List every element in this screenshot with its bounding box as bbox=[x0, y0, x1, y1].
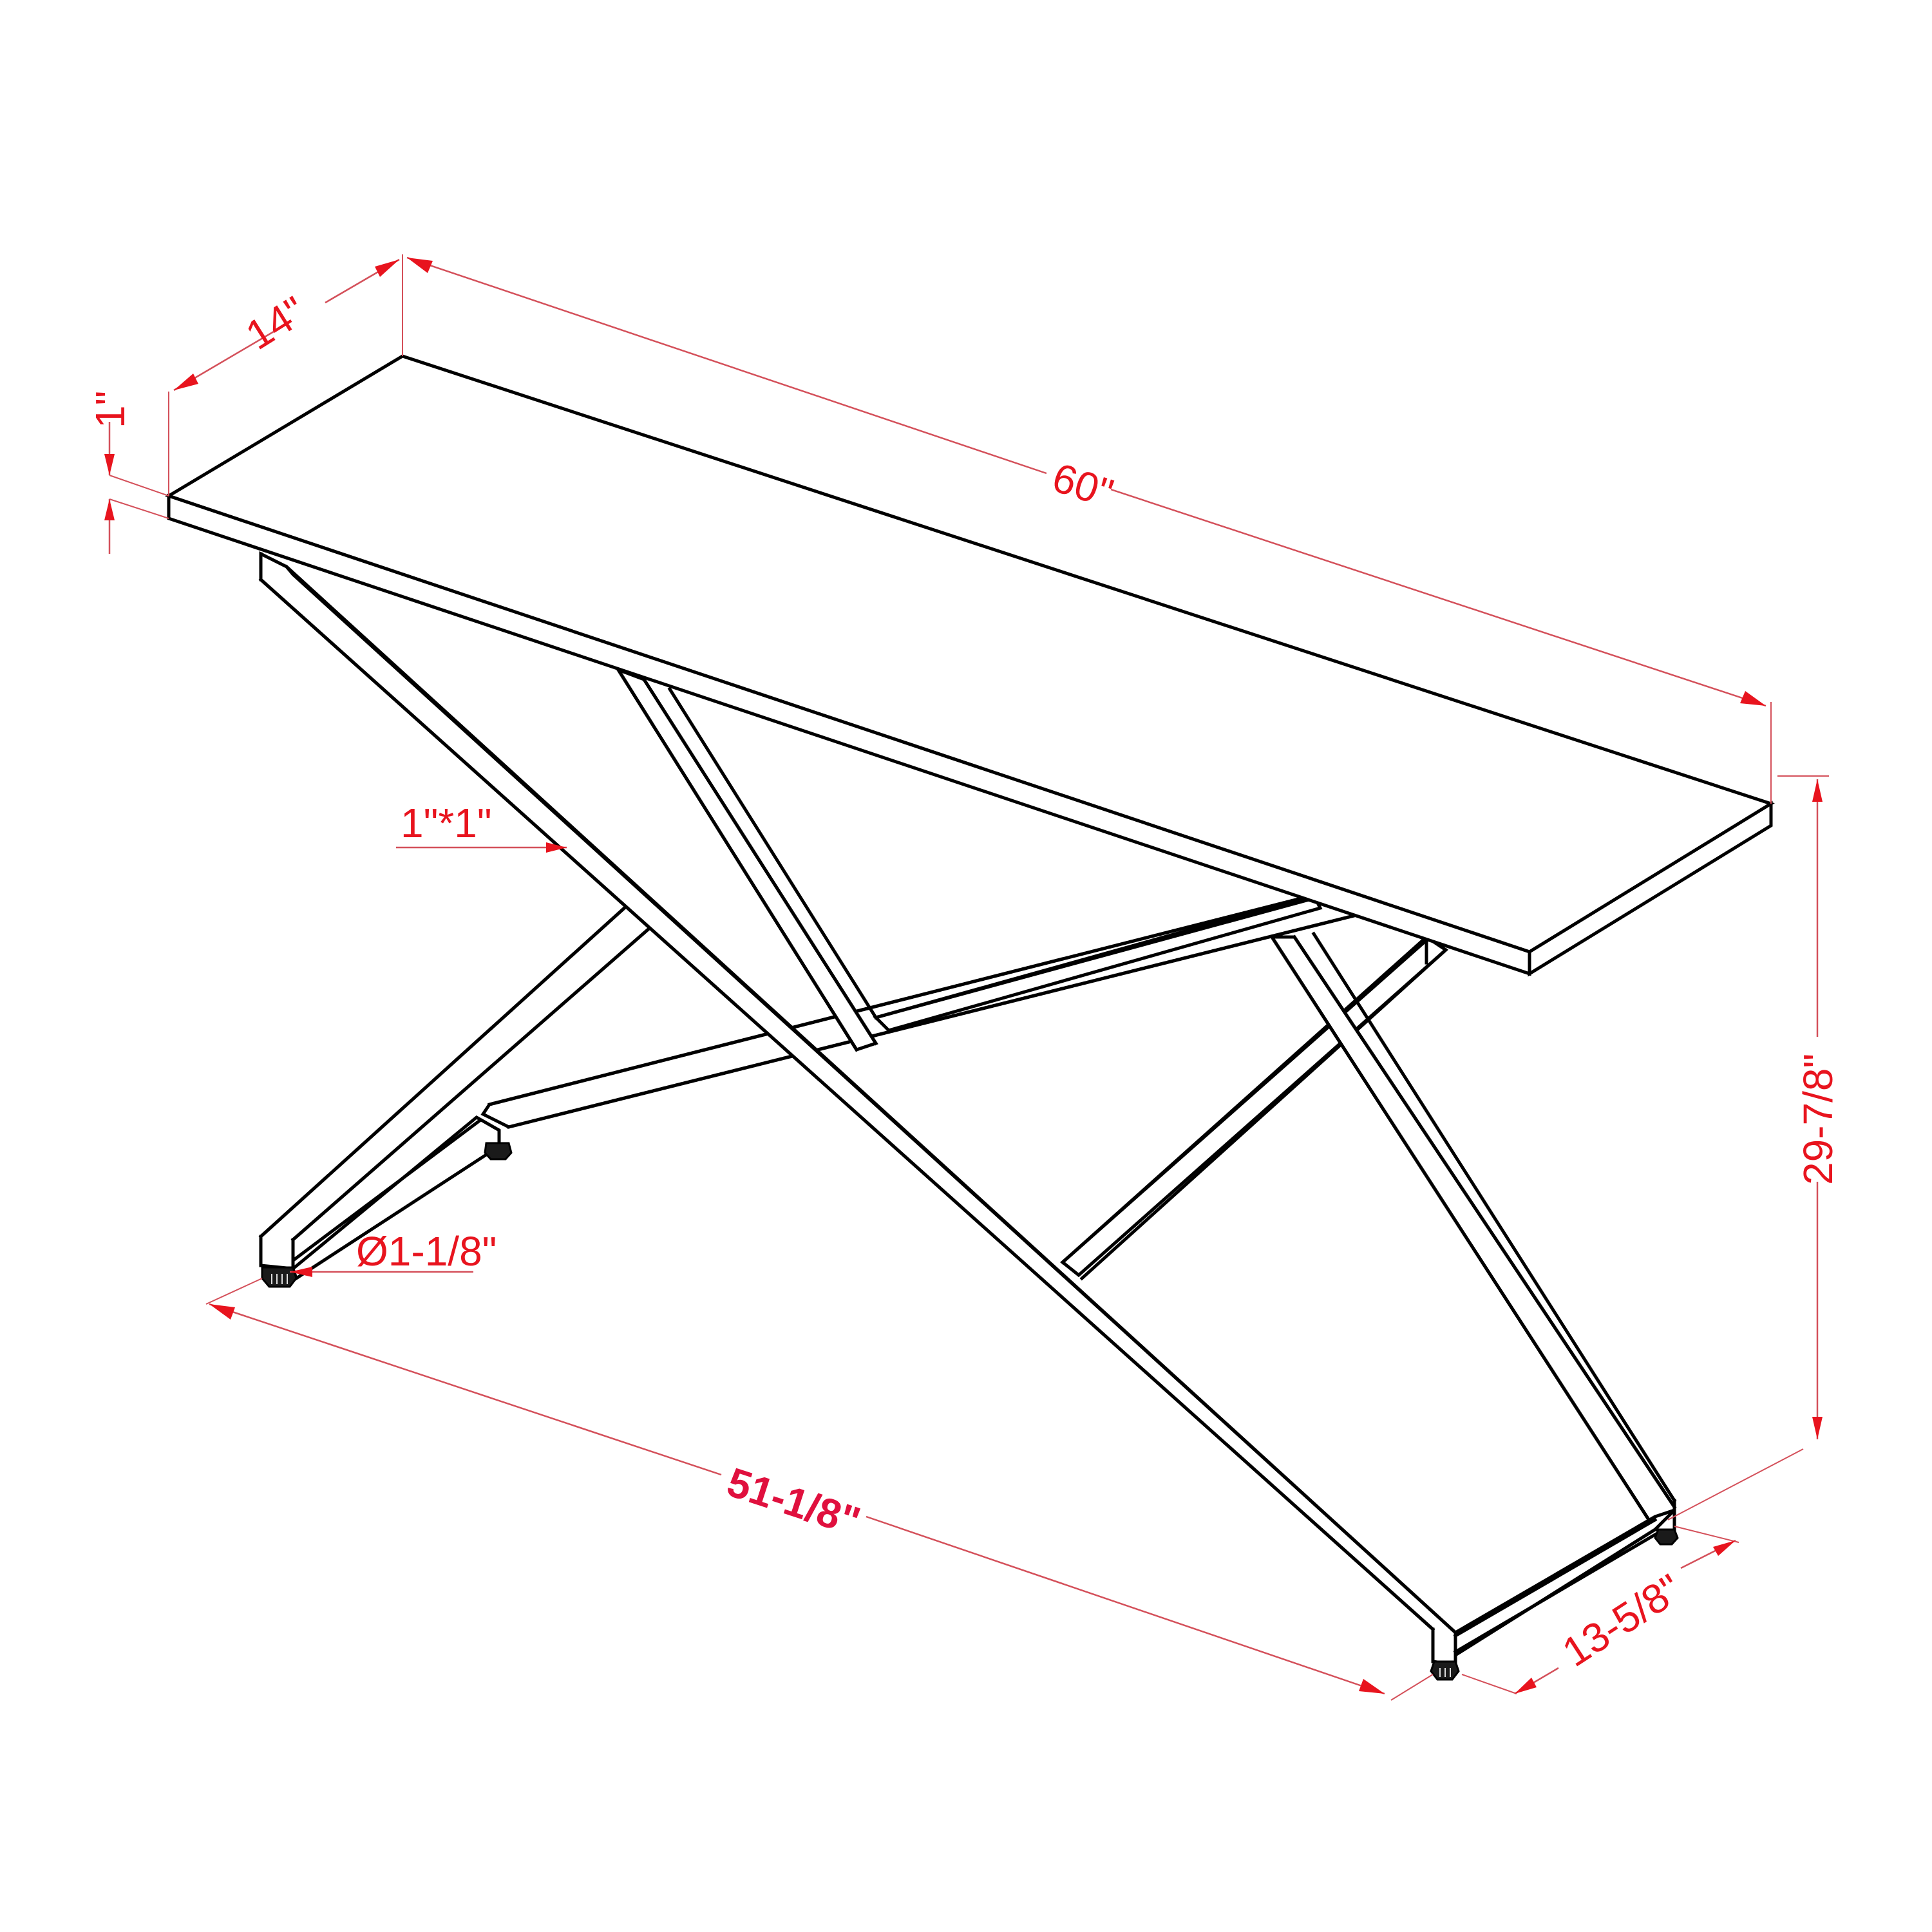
callout-tube-profile: 1"*1" bbox=[396, 800, 567, 853]
center-v-struts bbox=[614, 667, 1323, 1052]
right-rear-diagonal-leg bbox=[1269, 931, 1677, 1535]
dimension-label-top-thickness: 1" bbox=[87, 391, 133, 428]
base-rail-right bbox=[1453, 1508, 1676, 1658]
dimension-base-length: 51-1/8" bbox=[205, 1278, 1434, 1701]
foot-right-front bbox=[1430, 1660, 1460, 1681]
dimension-label-top-depth: 14" bbox=[238, 287, 314, 359]
dimension-label-base-length: 51-1/8" bbox=[722, 1459, 866, 1545]
table-frame bbox=[258, 551, 1679, 1681]
foot-left-front bbox=[261, 1266, 298, 1288]
foot-right-rear bbox=[1654, 1528, 1679, 1546]
foot-left-rear bbox=[484, 1142, 513, 1160]
tabletop bbox=[165, 354, 1775, 977]
callout-foot-diameter: Ø1-1/8" bbox=[290, 1228, 497, 1277]
dimension-top-thickness: 1" bbox=[87, 391, 169, 554]
dimension-overall-height: 29-7/8" bbox=[1777, 775, 1841, 1439]
callout-label-tube-profile: 1"*1" bbox=[401, 800, 492, 846]
callout-label-foot-diameter: Ø1-1/8" bbox=[356, 1228, 497, 1274]
dimension-label-top-length: 60" bbox=[1047, 454, 1119, 516]
dimension-label-overall-height: 29-7/8" bbox=[1795, 1054, 1841, 1185]
